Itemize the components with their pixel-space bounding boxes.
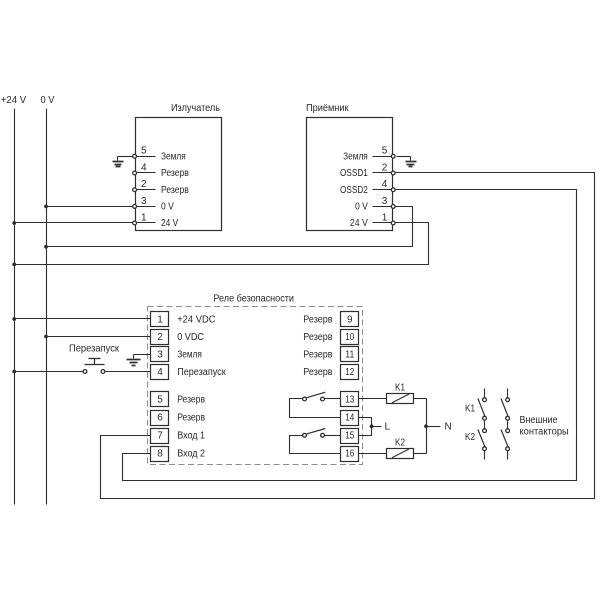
svg-text:11: 11 (345, 349, 354, 360)
svg-text:N: N (445, 421, 452, 432)
svg-text:Резерв: Резерв (177, 394, 205, 405)
svg-text:Резерв: Резерв (161, 185, 189, 196)
svg-text:4: 4 (382, 179, 388, 190)
svg-text:4: 4 (141, 162, 147, 173)
svg-text:Резерв: Резерв (161, 168, 189, 179)
svg-text:Резерв: Резерв (303, 349, 332, 360)
svg-text:0 V: 0 V (161, 202, 174, 213)
svg-text:12: 12 (345, 367, 354, 378)
svg-text:OSSD2: OSSD2 (340, 185, 368, 196)
svg-text:13: 13 (345, 394, 354, 405)
svg-text:L: L (385, 421, 391, 432)
svg-text:14: 14 (345, 413, 354, 424)
svg-text:Резерв: Резерв (303, 314, 332, 325)
svg-text:5: 5 (157, 394, 163, 405)
svg-text:4: 4 (157, 367, 163, 378)
svg-text:Вход 2: Вход 2 (177, 449, 205, 460)
svg-text:9: 9 (347, 314, 353, 325)
svg-text:0 VDC: 0 VDC (177, 332, 204, 343)
svg-text:6: 6 (157, 413, 163, 424)
svg-text:1: 1 (141, 212, 147, 223)
svg-text:Вход 1: Вход 1 (177, 431, 205, 442)
svg-text:Резерв: Резерв (303, 332, 332, 343)
svg-text:Приёмник: Приёмник (306, 103, 349, 114)
svg-text:K1: K1 (465, 404, 475, 415)
svg-text:3: 3 (141, 196, 147, 207)
svg-text:7: 7 (157, 431, 163, 442)
svg-text:1: 1 (157, 314, 163, 325)
svg-text:24 V: 24 V (350, 218, 368, 229)
svg-text:5: 5 (141, 146, 147, 157)
svg-text:OSSD1: OSSD1 (340, 168, 368, 179)
svg-text:8: 8 (157, 449, 163, 460)
svg-text:Резерв: Резерв (177, 413, 205, 424)
svg-text:2: 2 (157, 332, 163, 343)
svg-text:24 V: 24 V (161, 218, 179, 229)
svg-text:Реле безопасности: Реле безопасности (213, 292, 294, 304)
svg-text:контакторы: контакторы (520, 427, 569, 438)
svg-text:15: 15 (345, 431, 354, 442)
svg-text:+24 VDC: +24 VDC (177, 314, 215, 325)
svg-text:1: 1 (382, 212, 388, 223)
svg-text:16: 16 (345, 449, 354, 460)
svg-text:3: 3 (157, 349, 163, 360)
svg-text:3: 3 (382, 196, 388, 207)
svg-text:Внешние: Внешние (520, 415, 558, 426)
svg-text:Перезапуск: Перезапуск (69, 343, 120, 354)
svg-text:+24 V: +24 V (1, 95, 27, 106)
svg-text:K2: K2 (395, 437, 405, 448)
svg-text:Резерв: Резерв (303, 367, 332, 378)
svg-text:K2: K2 (465, 432, 475, 443)
svg-text:Излучатель: Излучатель (171, 103, 220, 114)
svg-text:2: 2 (382, 162, 388, 173)
svg-text:0 V: 0 V (355, 202, 368, 213)
svg-text:5: 5 (382, 146, 388, 157)
svg-text:Земля: Земля (177, 349, 202, 360)
svg-text:Земля: Земля (161, 151, 186, 162)
svg-text:Земля: Земля (343, 151, 368, 162)
svg-text:2: 2 (141, 179, 147, 190)
svg-text:K1: K1 (395, 383, 405, 394)
svg-text:10: 10 (345, 332, 354, 343)
svg-text:Перезапуск: Перезапуск (177, 367, 226, 378)
svg-text:0 V: 0 V (41, 95, 55, 106)
